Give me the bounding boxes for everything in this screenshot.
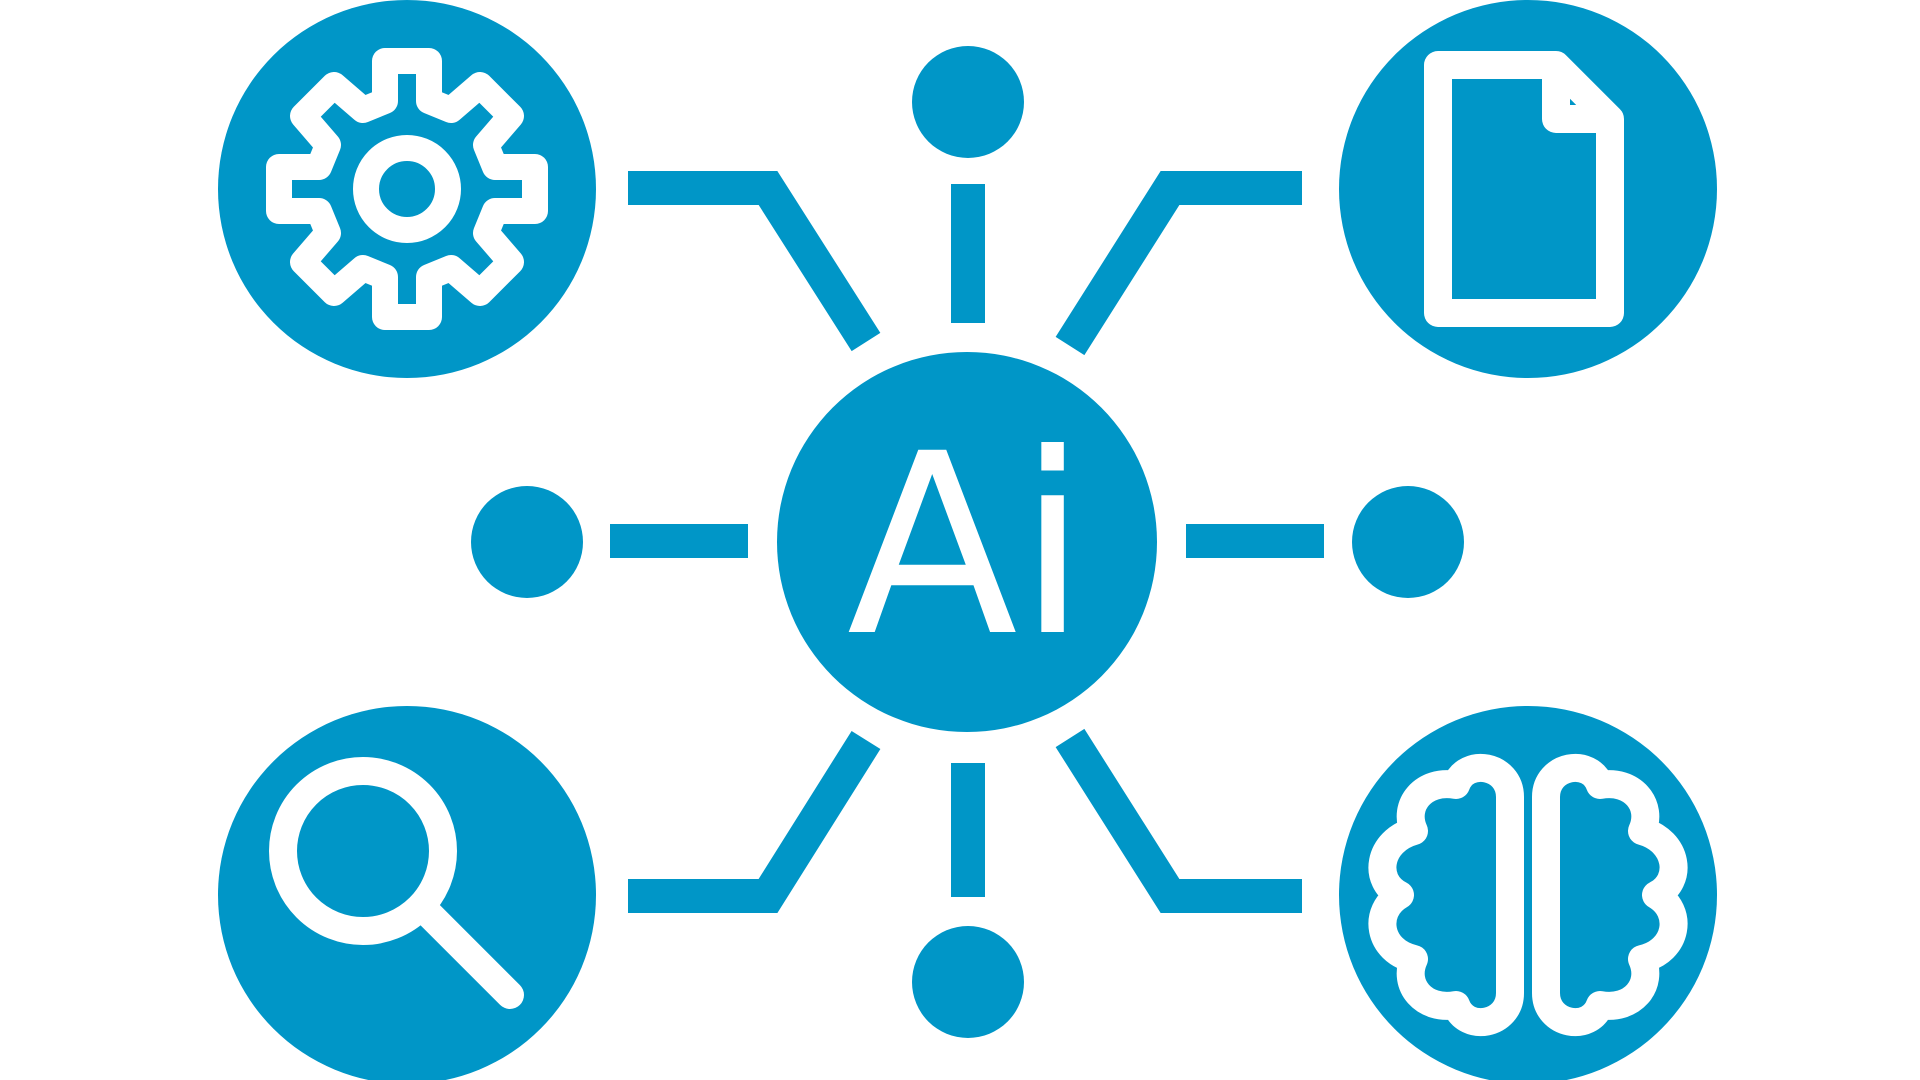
connectors xyxy=(610,184,1324,897)
search-node xyxy=(218,706,596,1080)
connector-top xyxy=(951,184,985,323)
satellite-dots xyxy=(471,46,1464,1038)
gear-icon xyxy=(266,48,548,330)
brain-icon xyxy=(1368,754,1688,1036)
brain-node xyxy=(1339,706,1717,1080)
connector-bottom-right xyxy=(1055,728,1302,913)
document-node xyxy=(1339,0,1717,378)
dot-bottom xyxy=(912,926,1024,1038)
connector-top-left xyxy=(628,171,881,352)
connector-right xyxy=(1186,524,1324,558)
connector-bottom xyxy=(951,763,985,897)
ai-center-label: Ai xyxy=(847,400,1087,691)
dot-right xyxy=(1352,486,1464,598)
connector-bottom-left xyxy=(628,730,881,913)
magnifier-icon xyxy=(269,757,524,1009)
settings-node xyxy=(218,0,596,378)
connector-top-right xyxy=(1055,171,1302,356)
connector-left xyxy=(610,524,748,558)
dot-top xyxy=(912,46,1024,158)
ai-center-circle xyxy=(777,352,1157,732)
search-circle xyxy=(218,706,596,1080)
dot-left xyxy=(471,486,583,598)
document-icon xyxy=(1424,51,1624,327)
ai-center-node: Ai xyxy=(777,352,1157,732)
elbow-connectors xyxy=(628,171,1302,913)
